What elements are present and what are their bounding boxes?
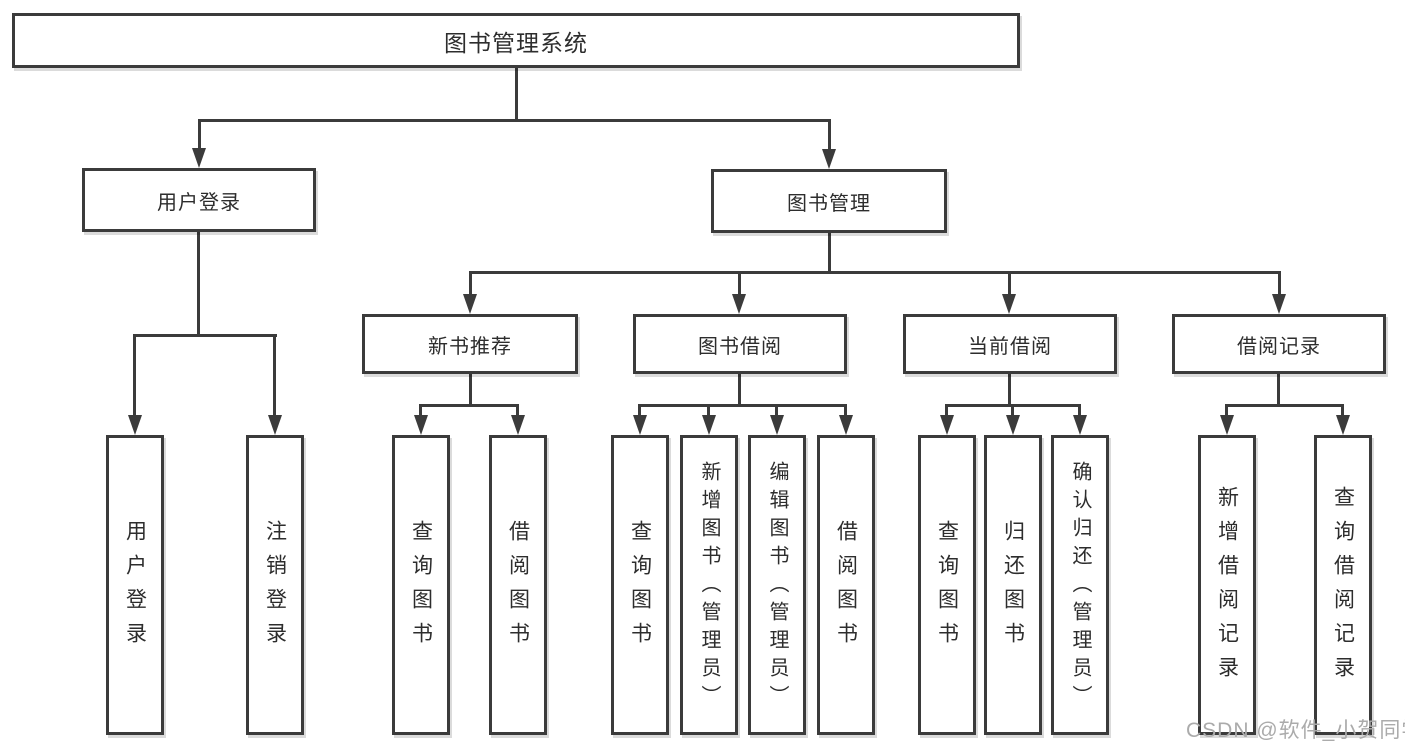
connector-line [738, 271, 741, 297]
leaf-user-login: 用户登录 [106, 435, 164, 735]
connector-line [738, 374, 741, 406]
connector-line [197, 232, 200, 336]
leaf-query-books-current: 查询图书 [918, 435, 976, 735]
leaf-logout: 注销登录 [246, 435, 304, 735]
connector-line [1277, 374, 1280, 406]
connector-line [198, 119, 201, 151]
connector-line [133, 334, 136, 417]
connector-line [844, 404, 847, 417]
arrow-down-icon [940, 415, 954, 435]
node-book-management: 图书管理 [711, 169, 947, 233]
arrow-down-icon [1220, 415, 1234, 435]
arrow-down-icon [839, 415, 853, 435]
connector-line [420, 404, 519, 407]
connector-line [1341, 404, 1344, 417]
connector-line [1078, 404, 1081, 417]
leaf-borrow-books-borrowing: 借阅图书 [817, 435, 875, 735]
connector-line [775, 404, 778, 417]
connector-line [828, 233, 831, 273]
leaf-return-books: 归还图书 [984, 435, 1042, 735]
connector-line [1225, 404, 1228, 417]
leaf-add-book-admin: 新增图书（管理员） [680, 435, 738, 735]
leaf-query-books-recommend: 查询图书 [392, 435, 450, 735]
arrow-down-icon [1006, 415, 1020, 435]
leaf-edit-book-admin: 编辑图书（管理员） [748, 435, 806, 735]
connector-line [134, 334, 277, 337]
arrow-down-icon [822, 149, 836, 169]
arrow-down-icon [1272, 294, 1286, 314]
connector-line [198, 119, 831, 122]
connector-line [639, 404, 847, 407]
arrow-down-icon [463, 294, 477, 314]
connector-line [273, 334, 276, 417]
leaf-query-borrow-record: 查询借阅记录 [1314, 435, 1372, 735]
connector-line [1011, 404, 1014, 417]
connector-line [945, 404, 948, 417]
connector-line [515, 68, 518, 122]
arrow-down-icon [1002, 294, 1016, 314]
arrow-down-icon [770, 415, 784, 435]
leaf-borrow-books-recommend: 借阅图书 [489, 435, 547, 735]
connector-line [419, 404, 422, 417]
connector-line [638, 404, 641, 417]
node-user-login: 用户登录 [82, 168, 316, 232]
connector-line [1008, 374, 1011, 406]
connector-line [707, 404, 710, 417]
leaf-confirm-return-admin: 确认归还（管理员） [1051, 435, 1109, 735]
node-borrowing-records: 借阅记录 [1172, 314, 1386, 374]
connector-line [469, 271, 472, 297]
arrow-down-icon [732, 294, 746, 314]
connector-line [1226, 404, 1344, 407]
arrow-down-icon [633, 415, 647, 435]
arrow-down-icon [414, 415, 428, 435]
node-root: 图书管理系统 [12, 13, 1020, 68]
arrow-down-icon [192, 148, 206, 168]
arrow-down-icon [268, 415, 282, 435]
connector-line [1278, 271, 1281, 297]
leaf-add-borrow-record: 新增借阅记录 [1198, 435, 1256, 735]
arrow-down-icon [1073, 415, 1087, 435]
csdn-watermark: CSDN @软件_小贺同学 [1186, 719, 1405, 742]
arrow-down-icon [128, 415, 142, 435]
arrow-down-icon [511, 415, 525, 435]
arrow-down-icon [1336, 415, 1350, 435]
connector-line [469, 374, 472, 406]
connector-line [828, 119, 831, 151]
node-new-book-recommendation: 新书推荐 [362, 314, 578, 374]
connector-line [1008, 271, 1011, 297]
node-current-borrowing: 当前借阅 [903, 314, 1117, 374]
connector-line [469, 271, 1281, 274]
connector-line [516, 404, 519, 417]
leaf-query-books-borrowing: 查询图书 [611, 435, 669, 735]
node-book-borrowing: 图书借阅 [633, 314, 847, 374]
arrow-down-icon [702, 415, 716, 435]
